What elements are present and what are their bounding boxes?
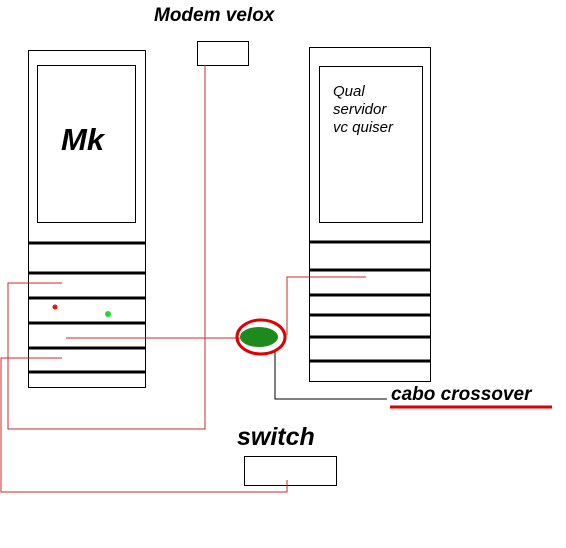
server-computer-tower (309, 47, 431, 382)
modem-box (197, 41, 249, 66)
server-label-line: servidor (333, 101, 387, 118)
switch-label: switch (237, 423, 315, 451)
crossover-cable-label: cabo crossover (391, 384, 532, 405)
server-label-line: Qual (333, 83, 365, 100)
mk-tower-panel (37, 65, 136, 223)
mk-drive-bays (28, 241, 146, 374)
modem-label: Modem velox (154, 5, 275, 26)
server-drive-bays (309, 240, 431, 363)
server-tower-panel (319, 66, 423, 223)
cables (0, 65, 366, 493)
server-label-line: vc quiser (333, 119, 394, 136)
connector-blob (240, 327, 278, 347)
connector-highlight-circle (235, 318, 287, 356)
modem-to-mk-cable (7, 65, 206, 430)
green-led-indicator (105, 311, 111, 317)
server-label: Qual servidor vc quiser (333, 83, 423, 137)
crossover-connector (235, 318, 287, 356)
mk-to-switch-cable (0, 357, 288, 493)
switch-box (244, 456, 337, 486)
server-to-crossover-cable (286, 276, 366, 335)
mk-label: Mk (61, 122, 105, 157)
crossover-leader-line (274, 350, 387, 400)
mk-computer-tower (28, 50, 146, 388)
red-led-indicator (52, 304, 58, 310)
